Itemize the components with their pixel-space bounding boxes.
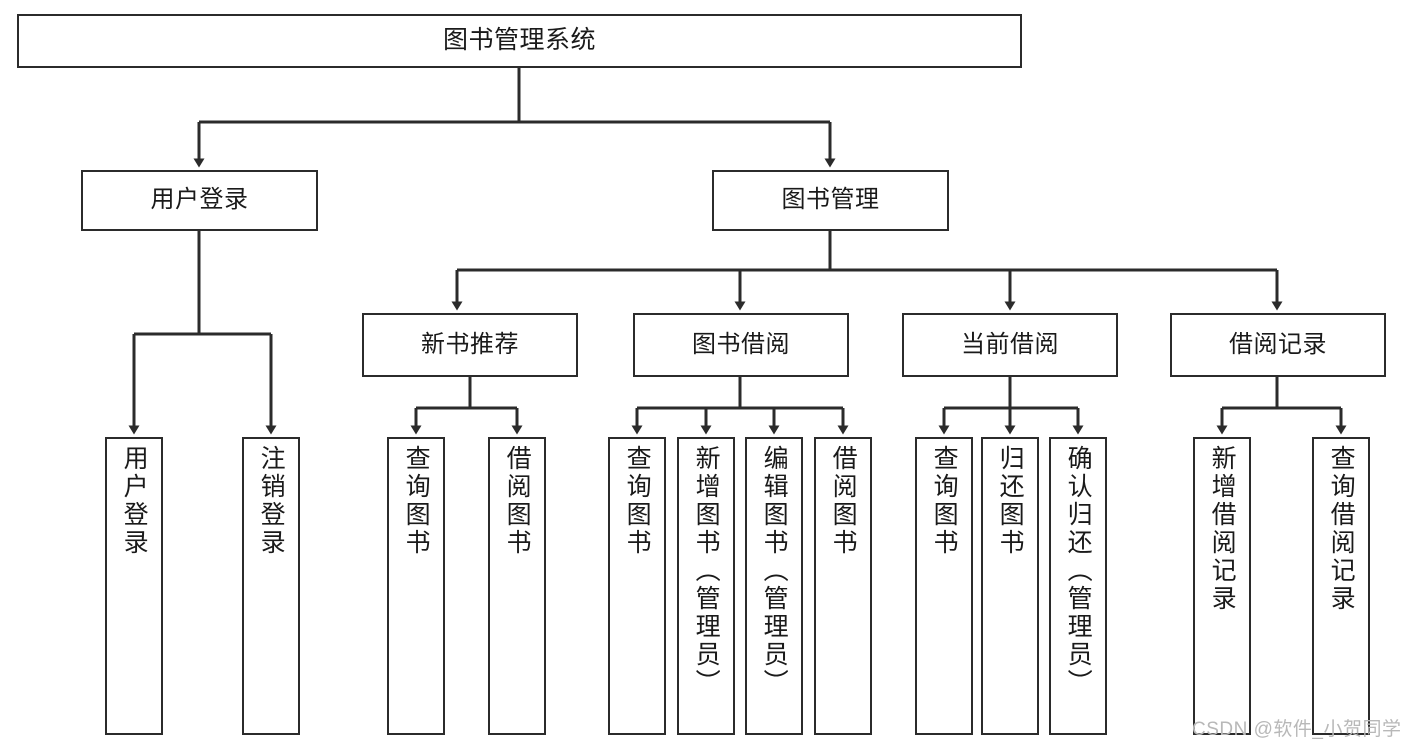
node-leaf-borrow-book-2-label: 借阅图书	[829, 445, 858, 557]
node-leaf-user-login-label: 用户登录	[120, 445, 149, 557]
node-leaf-borrow-book-1[interactable]: 借阅图书	[488, 437, 546, 735]
node-leaf-return-book[interactable]: 归还图书	[981, 437, 1039, 735]
node-leaf-add-record[interactable]: 新增借阅记录	[1193, 437, 1251, 735]
node-borrow-record-label: 借阅记录	[1229, 330, 1327, 358]
node-leaf-query-book-2-label: 查询图书	[623, 445, 652, 557]
node-leaf-query-book-1-label: 查询图书	[402, 445, 431, 557]
node-leaf-confirm-return[interactable]: 确认归还（管理员）	[1049, 437, 1107, 735]
node-new-book-recommend-label: 新书推荐	[421, 330, 519, 358]
node-leaf-logout[interactable]: 注销登录	[242, 437, 300, 735]
node-root-label: 图书管理系统	[442, 26, 596, 55]
node-leaf-borrow-book-1-label: 借阅图书	[503, 445, 532, 557]
node-leaf-logout-label: 注销登录	[257, 445, 286, 557]
node-borrow-record[interactable]: 借阅记录	[1170, 313, 1386, 377]
node-leaf-query-record-label: 查询借阅记录	[1327, 445, 1356, 613]
node-user-login-label: 用户登录	[150, 186, 249, 214]
node-leaf-confirm-return-label: 确认归还（管理员）	[1064, 445, 1093, 697]
node-leaf-add-book-label: 新增图书（管理员）	[692, 445, 721, 697]
node-book-manage[interactable]: 图书管理	[712, 170, 949, 231]
node-book-borrow[interactable]: 图书借阅	[633, 313, 849, 377]
node-book-borrow-label: 图书借阅	[692, 330, 790, 358]
node-leaf-add-book[interactable]: 新增图书（管理员）	[677, 437, 735, 735]
node-leaf-query-book-3[interactable]: 查询图书	[915, 437, 973, 735]
node-leaf-edit-book-label: 编辑图书（管理员）	[760, 445, 789, 697]
node-current-borrow[interactable]: 当前借阅	[902, 313, 1118, 377]
node-book-manage-label: 图书管理	[781, 186, 880, 214]
node-leaf-add-record-label: 新增借阅记录	[1208, 445, 1237, 613]
node-root[interactable]: 图书管理系统	[17, 14, 1022, 68]
node-leaf-query-book-3-label: 查询图书	[930, 445, 959, 557]
node-leaf-query-book-2[interactable]: 查询图书	[608, 437, 666, 735]
node-leaf-query-record[interactable]: 查询借阅记录	[1312, 437, 1370, 735]
node-leaf-borrow-book-2[interactable]: 借阅图书	[814, 437, 872, 735]
node-new-book-recommend[interactable]: 新书推荐	[362, 313, 578, 377]
node-user-login[interactable]: 用户登录	[81, 170, 318, 231]
node-leaf-edit-book[interactable]: 编辑图书（管理员）	[745, 437, 803, 735]
node-leaf-user-login[interactable]: 用户登录	[105, 437, 163, 735]
node-leaf-return-book-label: 归还图书	[996, 445, 1025, 557]
node-current-borrow-label: 当前借阅	[961, 330, 1059, 358]
node-leaf-query-book-1[interactable]: 查询图书	[387, 437, 445, 735]
